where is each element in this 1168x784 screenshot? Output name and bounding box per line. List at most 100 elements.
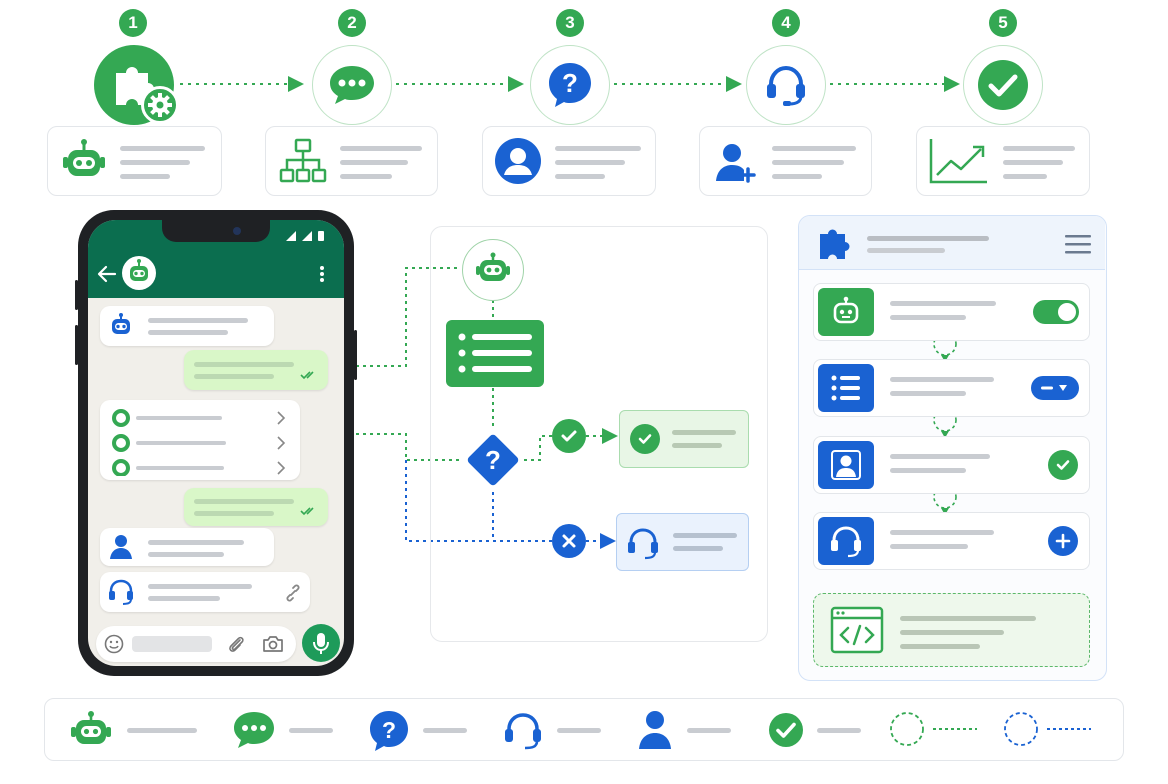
back-arrow-icon[interactable] [96,264,118,284]
svg-text:?: ? [382,717,396,743]
flow-agent-card[interactable] [616,513,749,571]
flow-menu-node[interactable] [446,320,544,387]
flow-robot-node[interactable] [462,239,524,301]
hamburger-menu-icon[interactable] [1065,234,1091,254]
message-in-options[interactable] [100,400,300,480]
user-avatar-icon [495,138,541,184]
step-number-1: 1 [119,9,147,37]
headset-icon [767,65,805,106]
phone-to-robot-connector [356,267,460,367]
step-number-2: 2 [338,9,366,37]
phone-mockup [75,210,357,676]
signal-icon [286,231,296,241]
step-2-badge[interactable] [312,45,392,125]
double-check-icon [300,371,314,380]
step-4-badge[interactable] [746,45,826,125]
headset-icon [628,528,658,560]
step-5-card [916,126,1090,196]
config-tile-headset [818,517,874,565]
legend-user-icon [639,711,671,749]
legend-chat-bubble-icon [234,712,274,748]
config-panel [798,215,1107,681]
config-row-headset[interactable] [813,512,1090,570]
step-2-card [265,126,438,196]
plus-icon [1055,533,1071,549]
flow-success-check [552,419,586,453]
legend-question-bubble-icon: ? [370,711,408,751]
wifi-icon [302,231,312,241]
attach-icon[interactable] [226,634,246,654]
puzzle-icon [820,229,850,259]
message-composer[interactable] [96,626,296,662]
legend-robot-icon [71,711,111,744]
config-tile-user [818,441,874,489]
message-in-user[interactable] [100,528,274,566]
headset-icon [831,526,861,558]
step-4-card [699,126,872,196]
phone-notch [162,220,270,242]
check-circle-icon [630,424,660,454]
message-out-1[interactable] [184,350,328,390]
list-dropdown-pill[interactable] [1031,376,1079,400]
x-icon [562,534,576,548]
config-panel-header [799,216,1105,270]
robot-icon [112,313,130,334]
config-row-list[interactable] [813,359,1090,417]
flow-resolved-card[interactable] [619,410,749,468]
phone-to-decision-connector [356,433,462,461]
robot-icon [833,296,859,324]
headset-icon [109,579,133,605]
robot-toggle-on[interactable] [1033,300,1079,324]
check-icon [561,430,577,442]
legend-blue-dashed-circle-icon [1004,712,1091,746]
user-check-circle[interactable] [1048,450,1078,480]
svg-text:?: ? [485,445,501,475]
line-chart-icon [929,139,987,184]
phone-screen [88,220,344,666]
user-icon [110,535,132,559]
legend-bar: ? [44,698,1124,761]
message-out-2[interactable] [184,488,328,526]
config-code-block[interactable] [813,593,1090,667]
decision-question-icon: ? [467,434,519,486]
emoji-icon[interactable] [104,634,124,654]
step-number-3: 3 [556,9,584,37]
decision-to-x-connector [492,492,552,542]
double-check-icon [300,507,314,516]
config-tile-robot [818,288,874,336]
flow-fail-x [552,524,586,558]
option-list-icon [112,409,286,476]
more-vert-icon[interactable] [318,264,326,284]
message-in-robot[interactable] [100,306,274,346]
robot-avatar-icon[interactable] [122,256,156,290]
step-3-card [482,126,656,196]
question-bubble-icon: ? [549,63,591,107]
svg-text:?: ? [562,68,578,98]
mic-icon [313,633,329,654]
step-number-4: 4 [772,9,800,37]
link-icon[interactable] [284,584,302,602]
config-row-user[interactable] [813,436,1090,494]
org-chart-icon [279,138,327,183]
config-tile-list [818,364,874,412]
list-icon [831,375,860,401]
chat-bubble-icon [330,66,374,104]
step-3-badge[interactable]: ? [530,45,610,125]
mic-button[interactable] [302,624,340,662]
step-1-card [47,126,222,196]
composer-input[interactable] [132,636,212,652]
battery-icon [318,231,324,241]
camera-icon[interactable] [262,634,284,654]
step-5-badge[interactable] [963,45,1043,125]
add-user-icon [716,144,756,183]
message-in-agent[interactable] [100,572,310,612]
robot-icon [63,139,105,176]
legend-check-circle-icon [769,713,803,747]
flow-canvas [430,226,768,642]
flow-decision-node[interactable]: ? [462,429,524,491]
gear-icon [141,86,179,124]
config-row-robot[interactable] [813,283,1090,341]
add-circle-button[interactable] [1048,526,1078,556]
